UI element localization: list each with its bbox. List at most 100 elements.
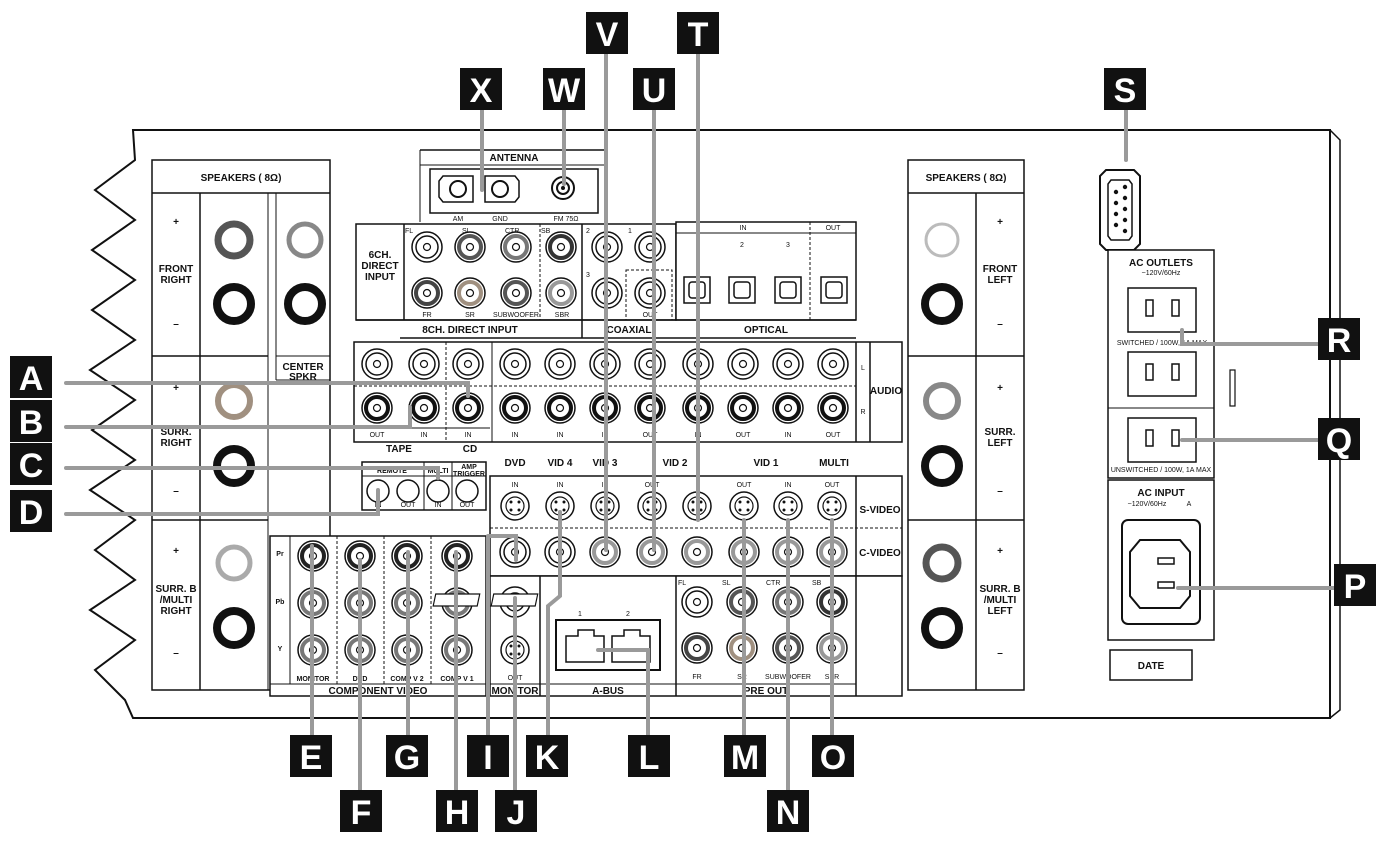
optical-port-3[interactable] [774,276,802,304]
svideo-jack-7[interactable] [773,491,803,521]
leader-lines [64,48,1336,792]
callout-letter: H [445,794,470,832]
front-right-minus-terminal[interactable] [213,283,255,325]
callout-l: L [628,735,670,777]
rs232-port[interactable] [1099,169,1141,251]
switched-outlet-2[interactable] [1127,351,1197,397]
component-video-section: Pr Pb Y MONITOR DVD COMP V 2 COMP V 1 CO… [269,535,487,697]
callout-letter: A [19,360,44,398]
callout-j: J [495,790,537,832]
rca-ctr-jack[interactable] [500,231,532,263]
optical-out-label: OUT [826,225,842,232]
audio-r-jack-2[interactable] [408,392,440,424]
audio-l-jack-3[interactable] [452,348,484,380]
speakers-right-header: SPEAKERS ( 8Ω) [926,173,1007,184]
callout-o: O [812,735,854,777]
svideo-jack-1[interactable] [500,491,530,521]
callout-letter: N [776,794,801,832]
surr-right-label: SURR.RIGHT [160,427,191,449]
audio-r-jack-5[interactable] [544,392,576,424]
optical-port-4[interactable] [820,276,848,304]
preout-fr-label: FR [692,674,701,681]
iec-power-inlet[interactable] [1121,519,1201,625]
svideo-jacks [500,491,847,521]
front-right-plus-terminal[interactable] [214,220,254,260]
callout-letter: G [394,739,420,777]
audio-l-jack-7[interactable] [634,348,666,380]
svideo-jack-6[interactable] [729,491,759,521]
multi-in-jack[interactable] [426,479,450,503]
surr-left-plus-terminal[interactable] [923,382,961,420]
audio-r-jack-11[interactable] [817,392,849,424]
callout-i: I [467,735,509,777]
abus-port-1[interactable] [565,629,605,663]
callout-letter: M [731,739,759,777]
rca-fl-jack[interactable] [411,231,443,263]
rca-sb-jack[interactable] [545,231,577,263]
rca-sbr-jack[interactable] [545,277,577,309]
amp-trigger-out-jack[interactable] [455,479,479,503]
cvideo-jack-4[interactable] [636,536,668,568]
preout-jack-1[interactable] [681,586,713,618]
video-io-label: IN [785,482,792,489]
switched-label: SWITCHED / 100W, 1A MAX [1117,340,1208,347]
front-left-plus-terminal[interactable] [924,222,960,258]
minus-sign: – [997,648,1003,659]
audio-l-jack-4[interactable] [499,348,531,380]
switched-outlet-1[interactable] [1127,287,1197,333]
audio-r-jack-7[interactable] [634,392,666,424]
optical-3-label: 3 [786,242,790,249]
cvideo-label: C-VIDEO [859,548,901,559]
cvideo-jack-5[interactable] [681,536,713,568]
audio-r-jack-10[interactable] [772,392,804,424]
front-left-minus-terminal[interactable] [921,283,963,325]
audio-r-jack-1[interactable] [361,392,393,424]
surr-left-minus-terminal[interactable] [921,445,963,487]
rca-sr-jack[interactable] [454,277,486,309]
audio-l-jack-9[interactable] [727,348,759,380]
audio-l-jack-10[interactable] [772,348,804,380]
audio-l-jack-11[interactable] [817,348,849,380]
fm-antenna-jack[interactable] [551,176,575,200]
callout-r: R [1318,318,1360,360]
plus-sign: + [997,217,1003,228]
ac-outlets-title: AC OUTLETS [1129,258,1193,269]
callout-m: M [724,735,766,777]
callout-d: D [10,490,52,532]
preout-jack-5[interactable] [681,632,713,664]
sr-label: SR [465,312,475,319]
audio-l-jack-5[interactable] [544,348,576,380]
am-terminal[interactable] [438,175,474,203]
gnd-terminal[interactable] [484,175,520,203]
rca-subwoofer-jack[interactable] [500,277,532,309]
audio-r-jack-3[interactable] [452,392,484,424]
svideo-jack-8[interactable] [817,491,847,521]
preout-label: PRE OUT [744,686,788,697]
center-plus-terminal[interactable] [286,221,324,259]
audio-l-jack-2[interactable] [408,348,440,380]
callout-f: F [340,790,382,832]
surr-b-right-plus-terminal[interactable] [215,544,253,582]
surr-b-right-minus-terminal[interactable] [213,607,255,649]
optical-port-2[interactable] [728,276,756,304]
cvideo-jack-3[interactable] [589,536,621,568]
8ch-direct-input-label: 8CH. DIRECT INPUT [422,325,518,336]
surr-b-left-plus-terminal[interactable] [922,543,962,583]
rca-sl-jack[interactable] [454,231,486,263]
center-minus-terminal[interactable] [284,283,326,325]
audio-r-jack-4[interactable] [499,392,531,424]
surr-right-plus-terminal[interactable] [215,382,253,420]
rca-fr-jack[interactable] [411,277,443,309]
audio-l-jack-1[interactable] [361,348,393,380]
remote-out-jack[interactable] [396,479,420,503]
audio-io-label: IN [512,432,519,439]
subwoofer-label: SUBWOOFER [493,312,539,319]
pr-label: Pr [276,551,284,558]
audio-r-jack-9[interactable] [727,392,759,424]
callout-letter: I [483,739,492,777]
coax-out-jack[interactable] [634,277,666,309]
surr-b-left-minus-terminal[interactable] [921,607,963,649]
coax-in-1-jack[interactable] [634,231,666,263]
